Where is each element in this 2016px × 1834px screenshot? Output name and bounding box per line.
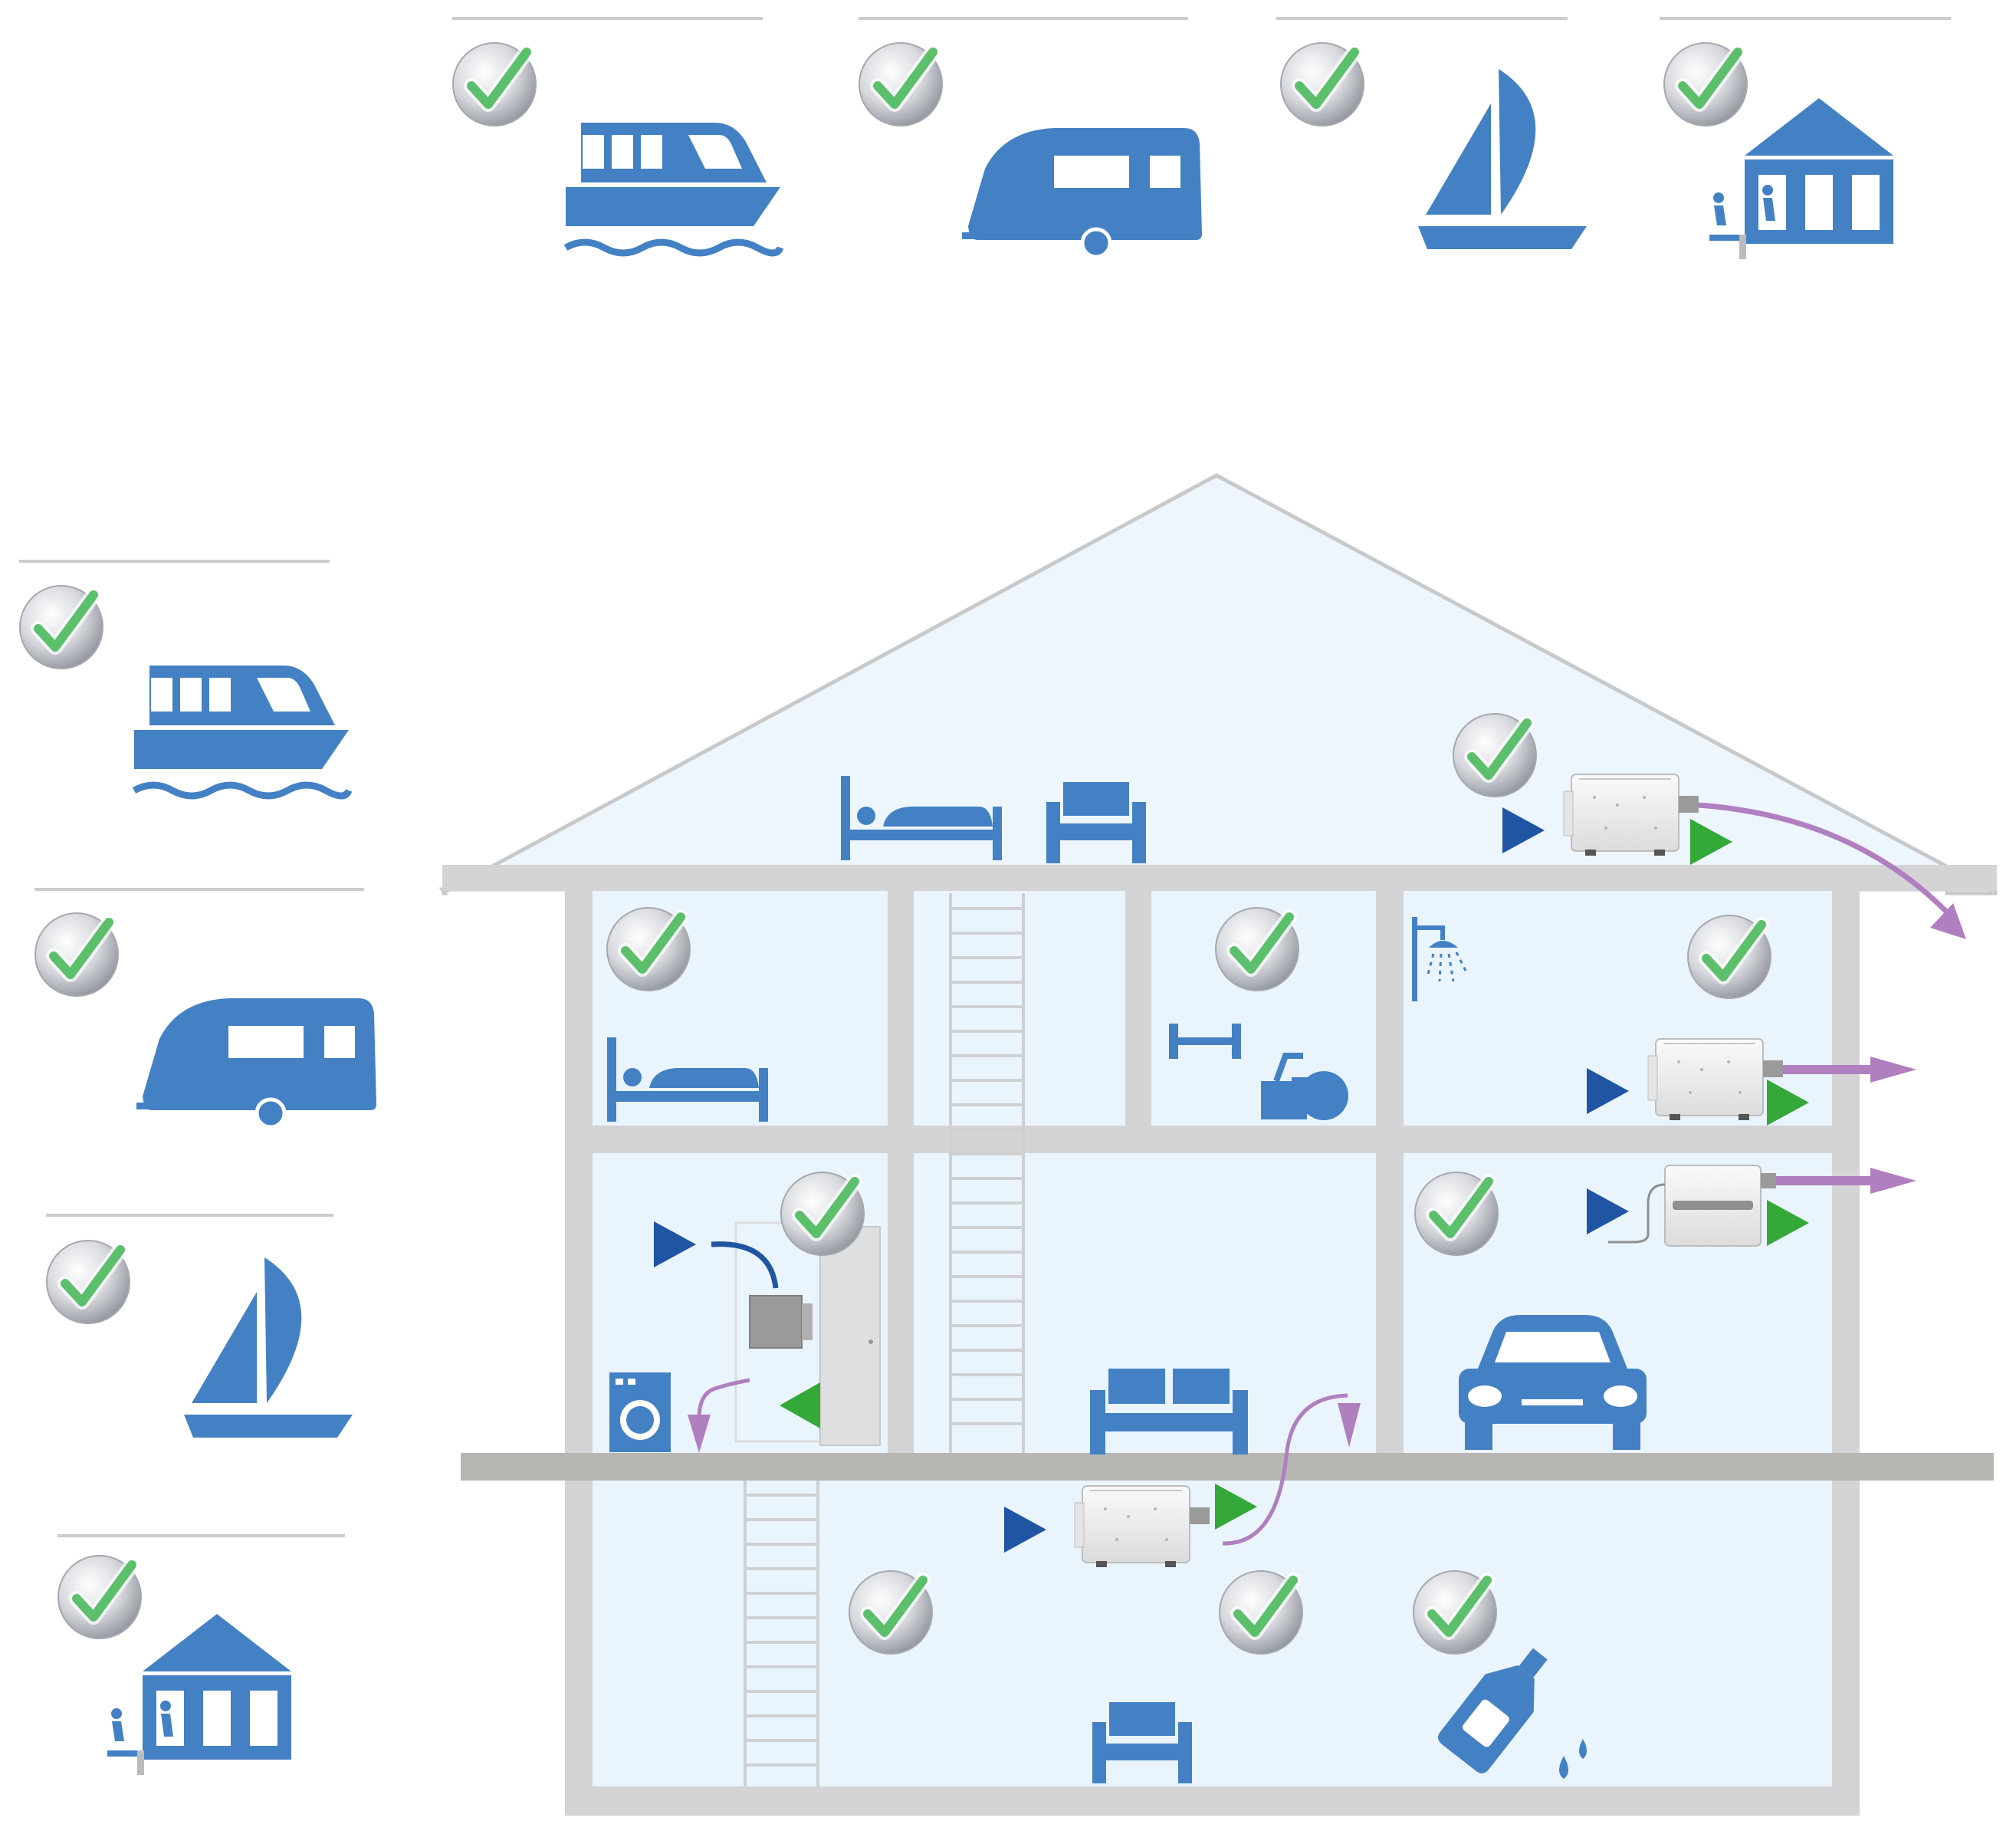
boat-icon [134,666,349,796]
bathroom-dehumidifier [1587,1038,1916,1126]
dehumidifier-unit [1563,774,1699,856]
checkmark-icon [1415,1172,1498,1255]
house-playground-icon [107,1614,291,1775]
basement-dehumidifier [1004,1393,1361,1568]
roof [438,473,1998,896]
usage-item-caravan-top [859,17,1202,257]
exhaust-arrow-icon [1870,1168,1916,1194]
checkmark-icon [607,908,690,991]
checkmark-icon [1216,908,1299,991]
checkmark-icon [453,43,536,126]
usage-item-narrowboat-top [452,17,780,253]
utility-door [734,1221,881,1446]
checkmark-icon [781,1172,864,1255]
exhaust-duct [1222,1393,1348,1546]
usage-item-narrowboat-left [19,560,349,796]
drain-duct [697,1378,750,1419]
ladder-basement-rungs [745,1494,818,1767]
air-intake-arrow-icon [1502,807,1545,853]
sailboat-icon [184,1257,353,1438]
usage-item-holiday-home-top [1660,17,1951,259]
ladder-upper [949,893,1025,1453]
dry-air-arrow-icon [780,1382,820,1428]
garage-wall-dehumidifier [1587,1165,1916,1247]
checkmark-icon [47,1241,130,1323]
exhaust-arrow-icon [1870,1057,1916,1083]
caravan-icon [136,998,376,1127]
usage-item-caravan-left [34,888,376,1127]
dry-air-arrow-icon [1767,1200,1809,1246]
checkmark-icon [1688,915,1771,998]
washing-machine-icon [609,1372,671,1452]
drain-arrow-icon [688,1415,711,1453]
air-intake-arrow-icon [1587,1188,1629,1234]
checkmark-icon [1453,714,1536,797]
checkmark-icon [1664,43,1747,126]
house-playground-icon [1709,98,1893,259]
usage-item-sailboat-top [1276,17,1587,249]
checkmark-icon [859,43,942,126]
dry-air-arrow-icon [1690,819,1732,865]
checkmark-icon [1281,43,1364,126]
usage-icons-left-column [19,560,376,1775]
checkmark-icon [1413,1571,1496,1654]
walls [442,865,1997,1816]
exhaust-arrow-icon [1338,1403,1361,1448]
wall-dehumidifier [749,1295,803,1349]
utility-dehumidifier [654,1221,820,1453]
dehumidifier-unit [1074,1485,1210,1568]
usage-item-holiday-home-left [57,1534,345,1775]
dehumidifier-unit [1647,1038,1784,1121]
intake-duct [711,1241,779,1289]
usage-item-sailboat-left [46,1214,353,1438]
air-intake-arrow-icon [1004,1507,1046,1553]
exhaust-arrow-icon [1930,903,1966,939]
caravan-icon [962,128,1202,257]
ladder-upper-rungs [951,907,1023,1425]
usage-icons-top-row [452,17,1951,259]
attic-dehumidifier [1502,774,1966,939]
boat-icon [566,123,780,253]
dry-air-arrow-icon [1767,1080,1809,1126]
house-interior [567,889,1859,1813]
ground-floor-slab [461,1453,1994,1481]
checkmark-icon [1220,1571,1302,1654]
checkmark-icon [849,1571,932,1654]
house-cross-section [438,473,1998,1816]
dry-air-arrow-icon [1215,1484,1257,1530]
checkmark-icon [58,1556,141,1638]
sailboat-icon [1418,69,1587,249]
checkmark-icon [20,586,103,669]
checkmark-icon [35,913,118,996]
air-intake-arrow-icon [1587,1068,1629,1114]
air-intake-arrow-icon [654,1221,696,1267]
ladder-basement [744,1481,819,1786]
exhaust-duct [1698,802,1953,919]
